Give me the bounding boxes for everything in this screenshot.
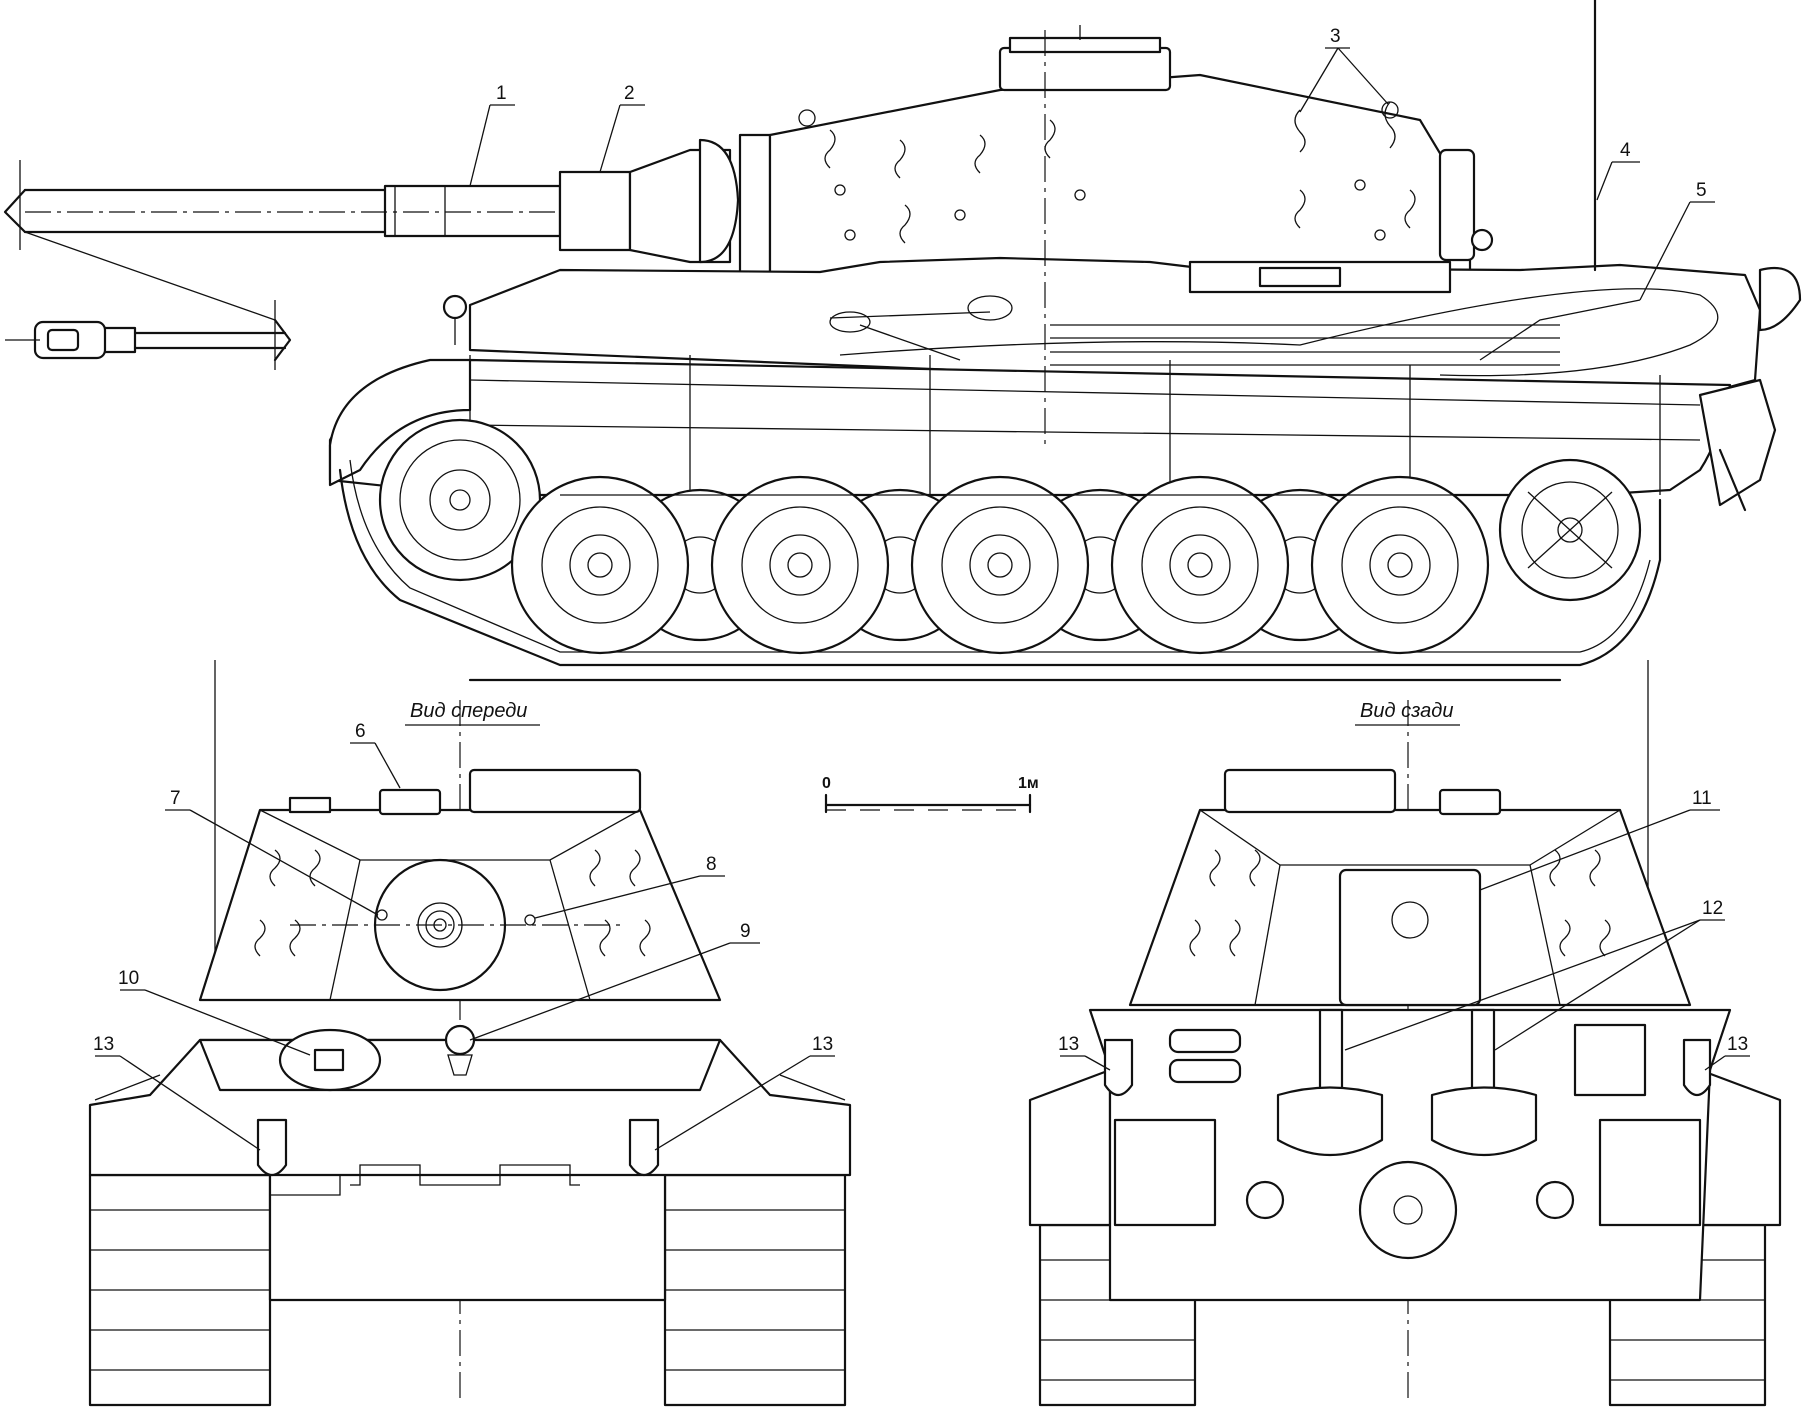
callout-6: 6	[355, 721, 366, 742]
callout-7: 7	[170, 788, 181, 809]
running-gear	[340, 420, 1660, 680]
front-view-title: Вид спереди	[410, 700, 528, 722]
callout-10: 10	[118, 968, 140, 989]
callout-13-front-right: 13	[812, 1034, 834, 1055]
callout-13-rear-left: 13	[1058, 1034, 1080, 1055]
rear-view	[1030, 660, 1780, 1405]
leader-lines	[95, 48, 1750, 1150]
rear-view-title: Вид сзади	[1360, 700, 1454, 722]
scale-start-label: 0	[822, 775, 831, 792]
hull	[330, 0, 1800, 510]
callout-13-front-left: 13	[93, 1034, 115, 1055]
callout-8: 8	[706, 854, 717, 875]
scale-bar	[826, 795, 1030, 812]
callout-11: 11	[1692, 788, 1712, 809]
callout-5: 5	[1696, 180, 1707, 201]
scale-end-label: 1м	[1018, 775, 1039, 792]
callout-3: 3	[1330, 26, 1341, 47]
callout-1: 1	[496, 83, 507, 104]
side-view	[5, 0, 1800, 680]
muzzle-brake-detail	[5, 320, 290, 360]
callout-9: 9	[740, 921, 751, 942]
callout-2: 2	[624, 83, 635, 104]
callout-4: 4	[1620, 140, 1631, 161]
callout-13-rear-right: 13	[1727, 1034, 1749, 1055]
callout-12: 12	[1702, 898, 1724, 919]
front-view	[90, 660, 850, 1405]
turret	[770, 25, 1492, 285]
gun-mantlet	[560, 135, 770, 275]
